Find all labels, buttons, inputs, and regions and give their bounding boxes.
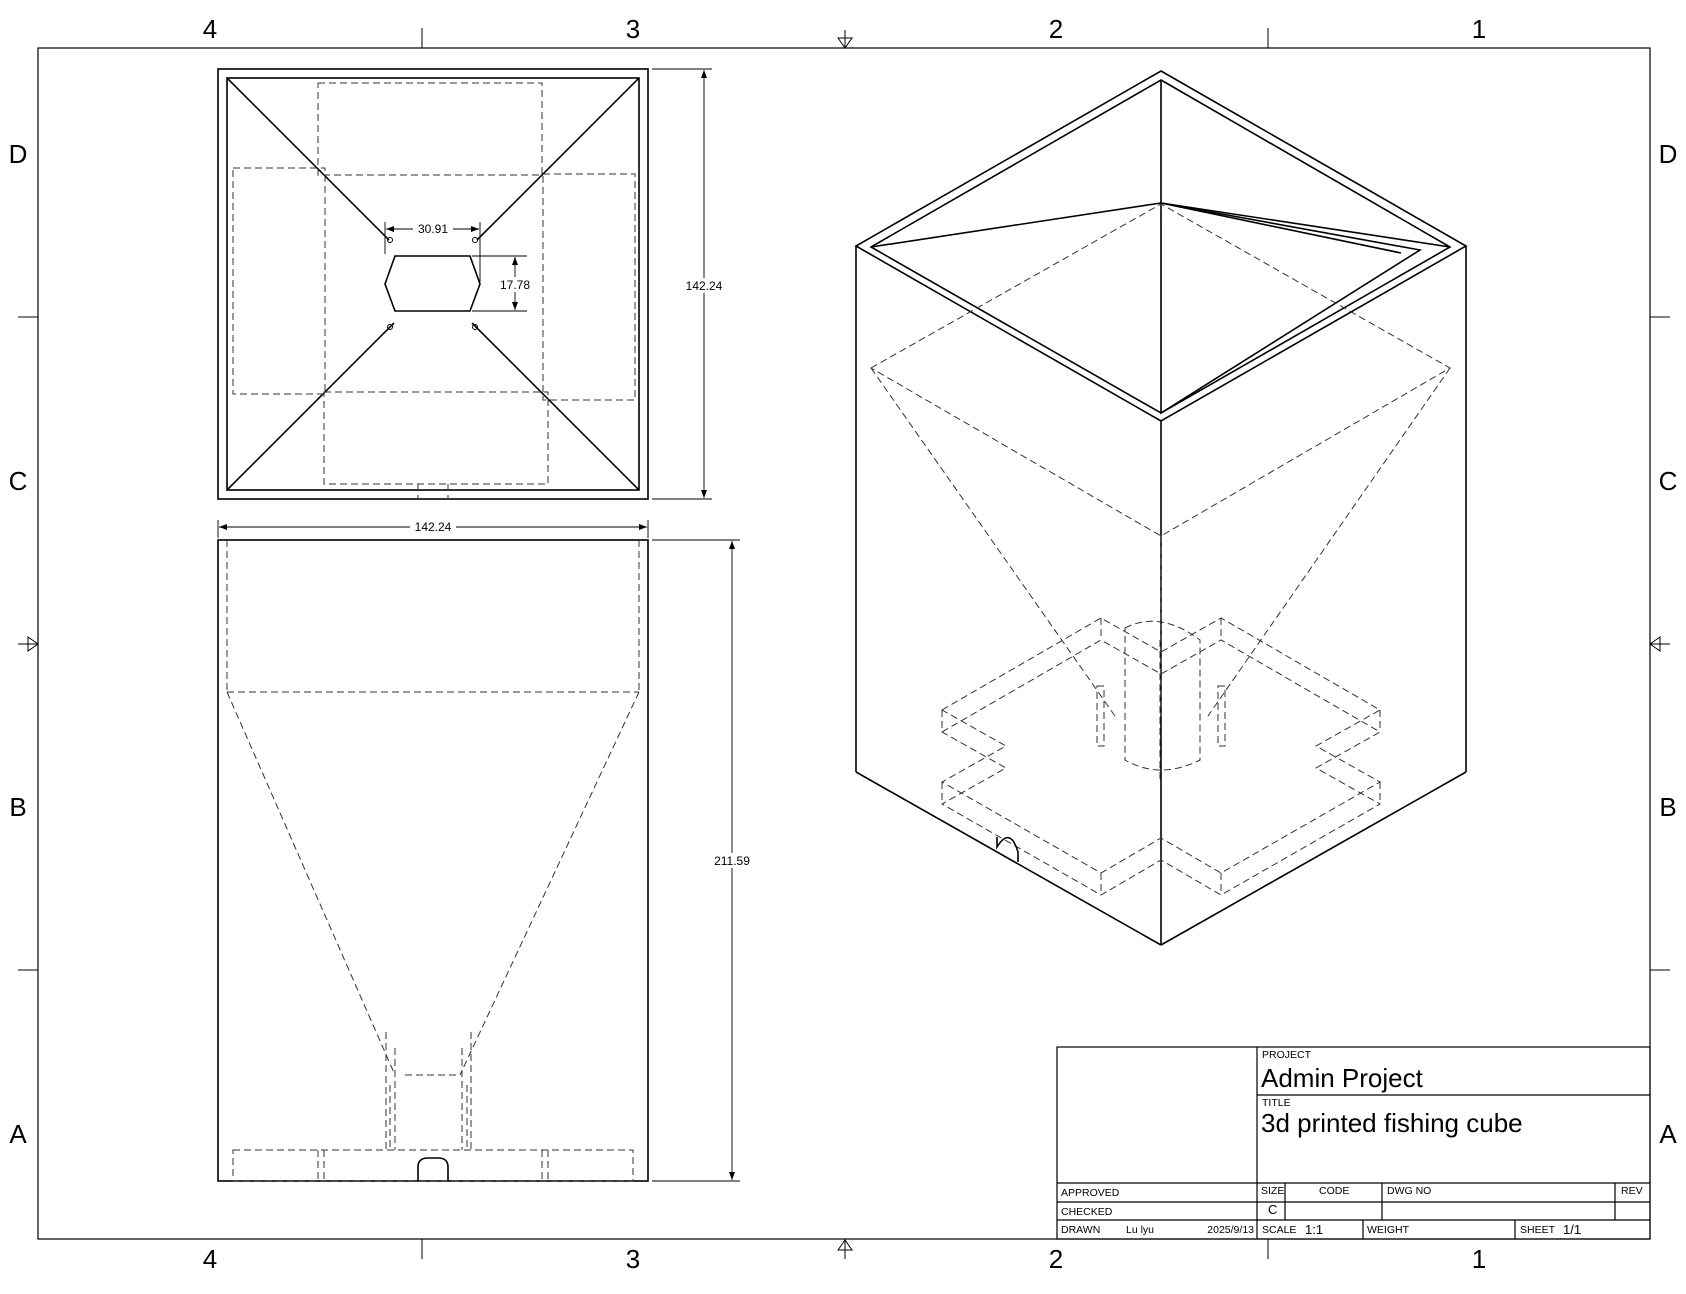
- rev-label: REV: [1621, 1185, 1643, 1197]
- zone-row-c-right: C: [1659, 466, 1678, 496]
- top-depth-dimension: 142.24: [652, 68, 727, 500]
- column-labels-bottom: 4 3 2 1: [203, 1244, 1486, 1274]
- size-label: SIZE: [1261, 1185, 1284, 1197]
- checked-label: CHECKED: [1061, 1206, 1113, 1218]
- drawn-label: DRAWN: [1061, 1224, 1100, 1236]
- zone-row-a-left: A: [9, 1119, 27, 1149]
- slot-height-dimension: 17.78: [472, 255, 535, 312]
- zone-col-2-top: 2: [1049, 14, 1063, 44]
- project-name: Admin Project: [1261, 1063, 1424, 1093]
- width-dimension: 142.24: [217, 519, 649, 538]
- width-value: 142.24: [415, 520, 452, 534]
- height-dimension: 211.59: [652, 539, 755, 1182]
- front-view: [217, 539, 649, 1182]
- zone-row-b-left: B: [9, 792, 26, 822]
- zone-ticks: [18, 28, 1670, 1259]
- zone-col-4-bottom: 4: [203, 1244, 217, 1274]
- row-labels-left: D C B A: [9, 139, 28, 1149]
- zone-row-d-right: D: [1659, 139, 1678, 169]
- column-labels-top: 4 3 2 1: [203, 14, 1486, 44]
- zone-col-1-bottom: 1: [1472, 1244, 1486, 1274]
- zone-col-4-top: 4: [203, 14, 217, 44]
- slot-outline: [384, 255, 481, 312]
- project-label: PROJECT: [1262, 1049, 1312, 1061]
- drawn-date: 2025/9/13: [1207, 1224, 1254, 1236]
- drawing-title: 3d printed fishing cube: [1261, 1108, 1523, 1138]
- approved-label: APPROVED: [1061, 1187, 1120, 1199]
- title-label: TITLE: [1262, 1097, 1291, 1109]
- row-labels-right: D C B A: [1659, 139, 1678, 1149]
- zone-row-b-right: B: [1659, 792, 1676, 822]
- zone-row-d-left: D: [9, 139, 28, 169]
- top-depth-value: 142.24: [686, 279, 723, 293]
- weight-label: WEIGHT: [1367, 1224, 1410, 1236]
- dwg-no-label: DWG NO: [1387, 1185, 1431, 1197]
- height-value: 211.59: [714, 854, 750, 868]
- zone-col-3-top: 3: [626, 14, 640, 44]
- scale-label: SCALE: [1262, 1224, 1296, 1236]
- zone-row-c-left: C: [9, 466, 28, 496]
- sheet-label: SHEET: [1520, 1224, 1556, 1236]
- code-label: CODE: [1319, 1185, 1349, 1197]
- zone-col-1-top: 1: [1472, 14, 1486, 44]
- isometric-view: [854, 70, 1468, 946]
- zone-row-a-right: A: [1659, 1119, 1677, 1149]
- scale-value: 1:1: [1305, 1222, 1323, 1237]
- slot-height-value: 17.78: [500, 278, 530, 292]
- drawn-by: Lu lyu: [1126, 1224, 1154, 1236]
- sheet-border: [37, 47, 1651, 1240]
- slot-width-dimension: 30.91: [384, 221, 481, 282]
- slot-width-value: 30.91: [418, 222, 448, 236]
- sheet-value: 1/1: [1563, 1222, 1581, 1237]
- zone-col-3-bottom: 3: [626, 1244, 640, 1274]
- centering-marks: [18, 30, 1670, 1259]
- top-view: [217, 68, 649, 500]
- zone-col-2-bottom: 2: [1049, 1244, 1063, 1274]
- size-value: C: [1268, 1202, 1277, 1217]
- title-block: PROJECT Admin Project TITLE 3d printed f…: [1056, 1046, 1651, 1240]
